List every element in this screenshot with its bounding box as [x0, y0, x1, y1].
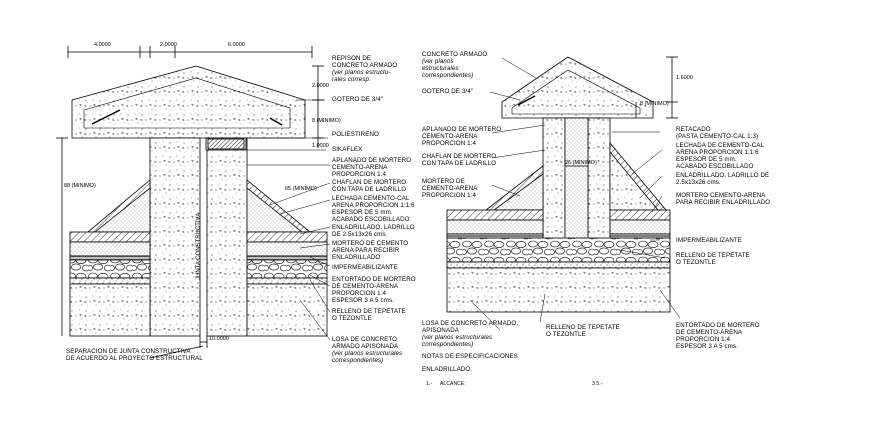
dim-6: 6.0000	[228, 42, 245, 48]
left-wall-right	[206, 137, 248, 337]
label-lechada: LECHADA CEMENTO-CAL ARENA PROPORCION 1:1…	[332, 195, 415, 223]
label-concreto-armado: CONCRETO ARMADO	[422, 51, 488, 58]
dim-1: 1.0000	[312, 143, 329, 149]
label-relleno-right: RELLENO DE TEPETATE O TEZONTLE	[676, 252, 750, 266]
label-gotero: GOTERO DE 3/4"	[332, 96, 384, 103]
notes-item-1: 1.-	[426, 381, 433, 387]
label-aplanado-right: APLANADO DE MORTERO CEMENTO-ARENA PROPOR…	[422, 126, 502, 147]
notes-item-35: 3.5.-	[592, 381, 603, 387]
label-chaflan: CHAFLAN DE MORTERO CON TAPA DE LADRILLO	[332, 179, 407, 193]
label-losa: LOSA DE CONCRETO ARMADO APISONADA	[332, 336, 399, 350]
right-detail	[446, 56, 681, 331]
dim-10: 10.0000	[209, 336, 229, 342]
label-mortero: MORTERO DE CEMENTO ARENA PARA RECIBIR EN…	[332, 240, 409, 261]
right-cap	[501, 56, 654, 119]
label-sikaflex: SIKAFLEX	[332, 146, 363, 153]
dim-88-min: 88 (MINIMO)	[64, 183, 96, 189]
notes-alcance: ALCANCE:	[440, 381, 466, 387]
label-lechada-right: LECHADA DE CEMENTO-CAL ARENA PROPORCION …	[676, 142, 765, 170]
dim-8-min-right: 8 (MINIMO)	[640, 101, 669, 107]
label-losa-right: LOSA DE CONCRETO ARMADO, APISONADA	[422, 320, 519, 334]
junta-constructiva-label: JUNTA CONSTRUCTIVA	[196, 212, 202, 280]
label-impermeabilizante-right: IMPERMEABILIZANTE	[676, 237, 742, 244]
dim-65-min: 65 (MINIMO)	[285, 186, 317, 192]
label-losa-sub-right: (ver planos estructurales correspondient…	[422, 334, 493, 348]
dim-1-6: 1.6000	[676, 75, 693, 81]
label-mortero-right: MORTERO DE CEMENTO-ARENA PROPORCION 1:4	[422, 178, 478, 199]
label-concreto-sub: (ver planos estructurales correspondient…	[422, 58, 474, 79]
notes-sub: ENLADRILLADO.	[422, 366, 473, 373]
label-entortado-right: ENTORTADO DE MORTERO DE CEMENTO-ARENA PR…	[676, 322, 760, 350]
dim-2: 2.0000	[160, 42, 177, 48]
label-enladrillado: ENLADRILLADO, LADRILLO DE 2.5x13x26 cms.	[332, 224, 415, 238]
left-wall-left	[149, 137, 201, 337]
label-repison: REPISON DE CONCRETO ARMADO	[332, 55, 398, 69]
label-enladrillado-right: ENLADRILLADO, LADRILLO DE 2.5x13x26 cms.	[676, 172, 770, 186]
label-repison-sub: (ver planos estructu- rales corresp.	[332, 69, 391, 83]
dim-2-vertical: 2.0000	[312, 83, 329, 89]
dim-26-min: 26 (MINIMO)	[565, 160, 597, 166]
label-relleno: RELLENO DE TEPETATE O TEZONTLE	[332, 308, 406, 322]
notes-title: NOTAS DE ESPECIFICACIONES	[422, 353, 518, 360]
label-poliestireno: POLIESTIRENO	[332, 131, 379, 138]
left-cap	[71, 65, 306, 139]
label-chaflan-right: CHAFLAN DE MORTERO CON TAPA DE LADRILLO	[422, 153, 497, 167]
label-separacion: SEPARACION DE JUNTA CONSTRUCTIVA DE ACUE…	[66, 348, 203, 362]
dim-4: 4.0000	[94, 42, 111, 48]
label-losa-sub: (ver planos estructurales correspondient…	[332, 350, 403, 364]
label-gotero-right: GOTERO DE 3/4"	[422, 88, 474, 95]
label-retacado: RETACADO (PASTA CEMENTO-CAL 1:3)	[676, 126, 759, 140]
label-entortado: ENTORTADO DE MORTERO DE CEMENTO-ARENA PR…	[332, 276, 416, 304]
right-slab	[446, 267, 671, 313]
label-aplanado: APLANADO DE MORTERO CEMENTO-ARENA PROPOR…	[332, 157, 412, 178]
label-impermeabilizante: IMPERMEABILIZANTE	[332, 264, 398, 271]
label-mortero-cemento-arena: MORTERO CEMENTO-ARENA PARA RECIBIR ENLAD…	[676, 192, 771, 206]
label-relleno-bottom: RELLENO DE TEPETATE O TEZONTLE	[546, 324, 620, 338]
dim-8-min: 8 (MINIMO)	[312, 118, 341, 124]
left-detail	[56, 46, 331, 359]
